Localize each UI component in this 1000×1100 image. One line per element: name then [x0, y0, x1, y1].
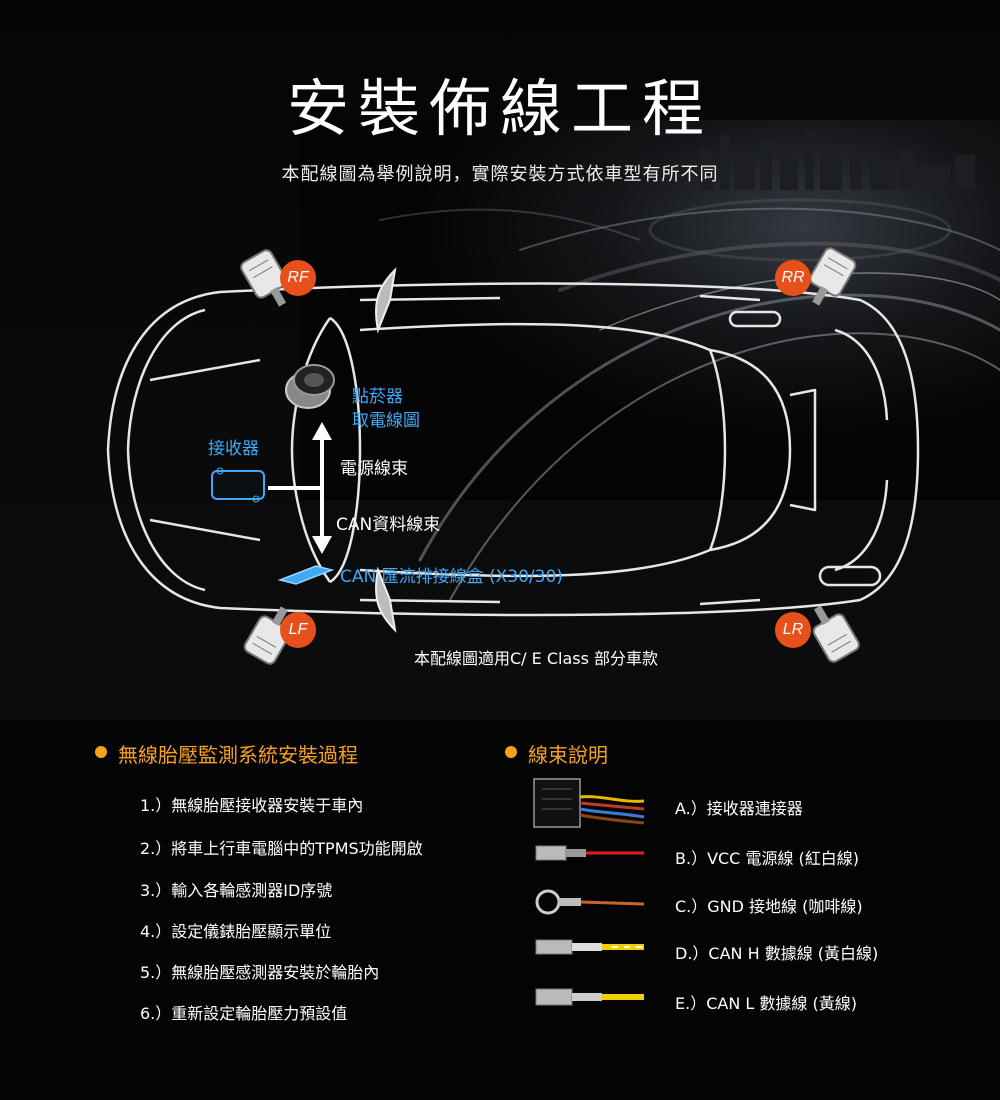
rr-badge: RR	[775, 260, 811, 296]
applicability-note: 本配線圖適用C/ E Class 部分車款	[414, 649, 659, 668]
wiring-lines	[268, 422, 332, 554]
gnd-ring-wire-icon	[535, 889, 645, 915]
install-step: 2.）將車上行車電腦中的TPMS功能開啟	[140, 839, 423, 858]
tire-sensor-icon-rr	[809, 247, 857, 306]
tire-sensor-icon-rf	[240, 249, 288, 307]
power-harness-label: 電源線束	[340, 459, 408, 479]
install-process-title: 無線胎壓監測系統安裝過程	[118, 743, 358, 767]
install-step: 5.）無線胎壓感測器安裝於輪胎內	[140, 963, 380, 982]
can-l-wire-icon	[535, 988, 644, 1006]
car-top-view-outline	[106, 267, 920, 633]
page-subtitle: 本配線圖為舉例說明，實際安裝方式依車型有所不同	[281, 164, 719, 185]
harness-item-b: B.）VCC 電源線 (紅白線)	[675, 849, 860, 868]
install-step: 1.）無線胎壓接收器安裝于車內	[140, 796, 364, 815]
install-step: 6.）重新設定輪胎壓力預設值	[140, 1004, 348, 1023]
receiver-connector-icon	[533, 778, 645, 828]
tire-sensor-icon-lr	[812, 605, 860, 663]
can-junction-box-icon	[277, 565, 335, 585]
install-section-bullet	[95, 746, 107, 758]
receiver-icon	[211, 467, 265, 503]
harness-item-e: E.）CAN L 數據線 (黃線)	[675, 994, 857, 1013]
lf-badge: LF	[280, 612, 316, 648]
can-box-label: CAN 匯流排接線盒 (X30/30)	[340, 567, 563, 587]
harness-section-bullet	[505, 746, 517, 758]
lr-badge: LR	[775, 612, 811, 648]
cigarette-label-line2: 取電線圖	[352, 411, 420, 431]
cigarette-lighter-plug-icon	[285, 364, 335, 409]
can-h-wire-icon	[535, 939, 644, 955]
harness-description-title: 線束說明	[528, 743, 608, 767]
cigarette-label-line1: 點菸器	[352, 387, 403, 407]
rf-badge: RF	[280, 260, 316, 296]
harness-item-d: D.）CAN H 數據線 (黃白線)	[675, 944, 879, 963]
can-harness-label: CAN資料線束	[336, 515, 441, 535]
tire-sensor-icon-lf	[243, 606, 291, 665]
vcc-wire-icon	[535, 845, 644, 861]
page-title: 安裝佈線工程	[286, 72, 713, 145]
install-step: 3.）輸入各輪感測器ID序號	[140, 881, 333, 900]
harness-item-a: A.）接收器連接器	[675, 799, 803, 818]
install-step: 4.）設定儀錶胎壓顯示單位	[140, 922, 332, 941]
city-night-background	[0, 0, 1000, 720]
receiver-label: 接收器	[208, 439, 259, 459]
harness-item-c: C.）GND 接地線 (咖啡線)	[675, 897, 863, 916]
